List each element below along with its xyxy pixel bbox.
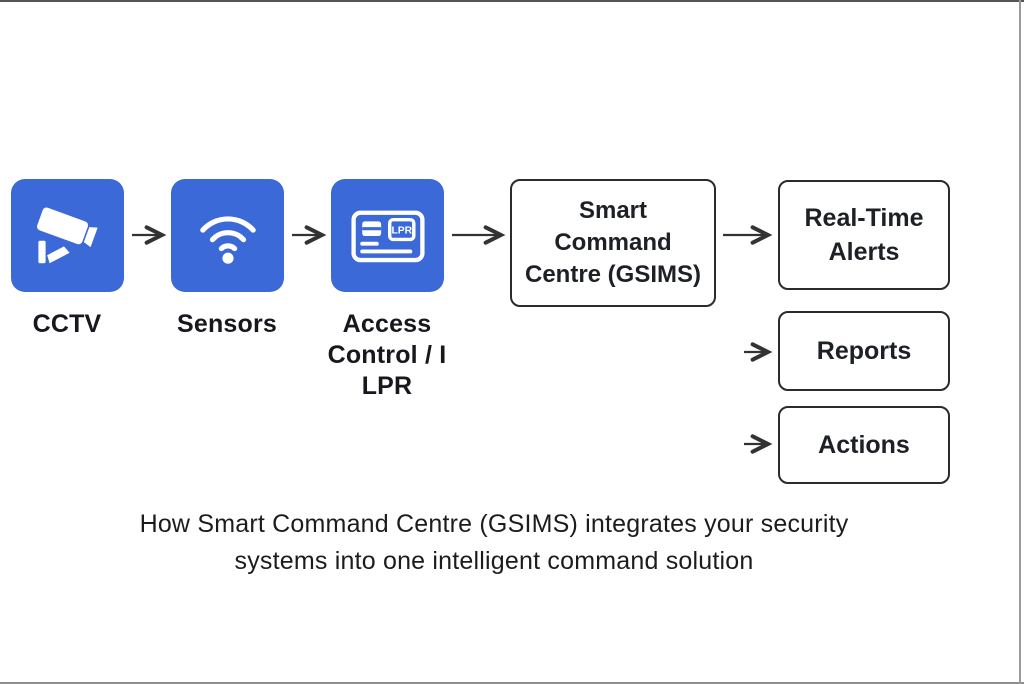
alerts-line1: Real-Time (804, 204, 924, 232)
node-access-label: Access Control / I LPR (306, 309, 468, 402)
frame-border-right (1019, 0, 1021, 684)
node-access-label-line3: LPR (361, 372, 413, 400)
node-cctv (11, 179, 124, 292)
frame-border-top (0, 0, 1024, 2)
smart-command-centre-box: Smart Command Centre (GSIMS) (510, 179, 716, 307)
node-cctv-label: CCTV (32, 310, 102, 338)
alerts-line2: Alerts (828, 238, 900, 266)
reports-label: Reports (816, 337, 912, 365)
node-sensors (171, 179, 284, 292)
node-sensors-label: Sensors (176, 310, 278, 338)
lpr-badge-text: LPR (391, 225, 412, 236)
scc-line2: Command (554, 229, 672, 256)
real-time-alerts-box: Real-Time Alerts (778, 180, 950, 290)
wifi-signal-icon (199, 215, 256, 264)
node-access-label-line1: Access (342, 310, 432, 338)
node-access-control: LPR (331, 179, 444, 292)
caption-line-2: systems into one intelligent command sol… (234, 547, 754, 575)
caption: How Smart Command Centre (GSIMS) integra… (0, 506, 988, 580)
scc-line1: Smart (578, 197, 648, 224)
actions-box: Actions (778, 406, 950, 484)
caption-line-1: How Smart Command Centre (GSIMS) integra… (139, 510, 849, 538)
reports-box: Reports (778, 311, 950, 391)
scc-line3: Centre (GSIMS) (524, 261, 701, 288)
cctv-camera-icon (36, 207, 98, 263)
frame-border-bottom (0, 682, 1024, 684)
id-card-lpr-icon: LPR (350, 210, 425, 262)
actions-label: Actions (818, 431, 910, 459)
node-access-label-line2: Control / I (327, 341, 447, 369)
